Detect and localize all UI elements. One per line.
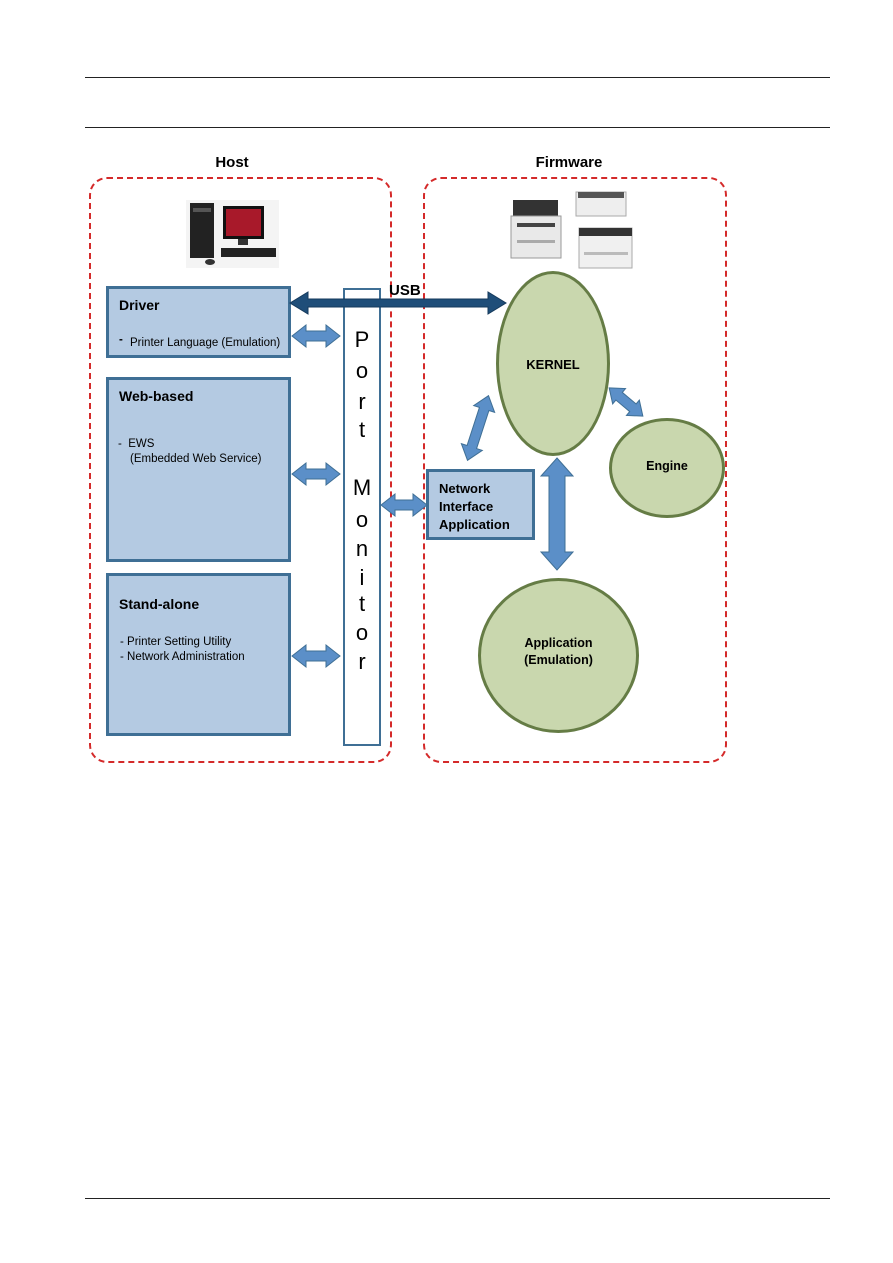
driver-item: Printer Language (Emulation): [130, 337, 281, 349]
driver-bullet: -: [119, 334, 123, 346]
port-monitor-letter: t: [358, 591, 366, 616]
application-label: Application (Emulation): [524, 636, 593, 667]
driver-box: Driver - Printer Language (Emulation): [106, 286, 291, 358]
stand-alone-item-network-admin: - Network Administration: [120, 651, 245, 663]
stand-alone-box: Stand-alone - Printer Setting Utility - …: [106, 573, 291, 736]
port-monitor-letter: r: [358, 389, 366, 414]
web-based-item-ews-desc: (Embedded Web Service): [130, 453, 262, 465]
engine-label: Engine: [646, 459, 688, 473]
port-monitor-letter: t: [358, 417, 366, 442]
network-interface-box: Network Interface Application: [426, 469, 535, 540]
firmware-group-border: [423, 177, 727, 763]
driver-title: Driver: [119, 297, 160, 313]
firmware-title: Firmware: [535, 154, 603, 171]
port-monitor-letter: n: [355, 536, 369, 561]
kernel-oval: [496, 271, 610, 456]
engine-oval: [609, 418, 725, 518]
port-monitor-letter: o: [355, 358, 369, 383]
network-interface-label: Network Interface Application: [439, 481, 510, 532]
header-rule-bottom: [85, 127, 830, 128]
port-monitor-letter: o: [355, 620, 369, 645]
web-based-title: Web-based: [119, 388, 194, 404]
application-oval: [478, 578, 639, 733]
stand-alone-item-printer-setting: - Printer Setting Utility: [120, 636, 232, 648]
port-monitor-letter: r: [358, 649, 366, 674]
web-based-box: Web-based - EWS (Embedded Web Service): [106, 377, 291, 562]
port-monitor: P o r t M o n i t o r: [343, 288, 381, 746]
port-monitor-letter: P: [354, 327, 370, 352]
kernel-label: KERNEL: [526, 357, 580, 372]
port-monitor-letter: i: [359, 565, 365, 590]
footer-rule: [85, 1198, 830, 1199]
port-monitor-letter: M: [352, 475, 372, 500]
stand-alone-title: Stand-alone: [119, 596, 200, 612]
port-monitor-letter: o: [355, 507, 369, 532]
host-group-border: [89, 177, 392, 763]
host-title: Host: [215, 154, 249, 171]
web-based-item-ews: - EWS: [118, 438, 155, 450]
header-rule-top: [85, 77, 830, 78]
usb-label: USB: [389, 282, 421, 299]
